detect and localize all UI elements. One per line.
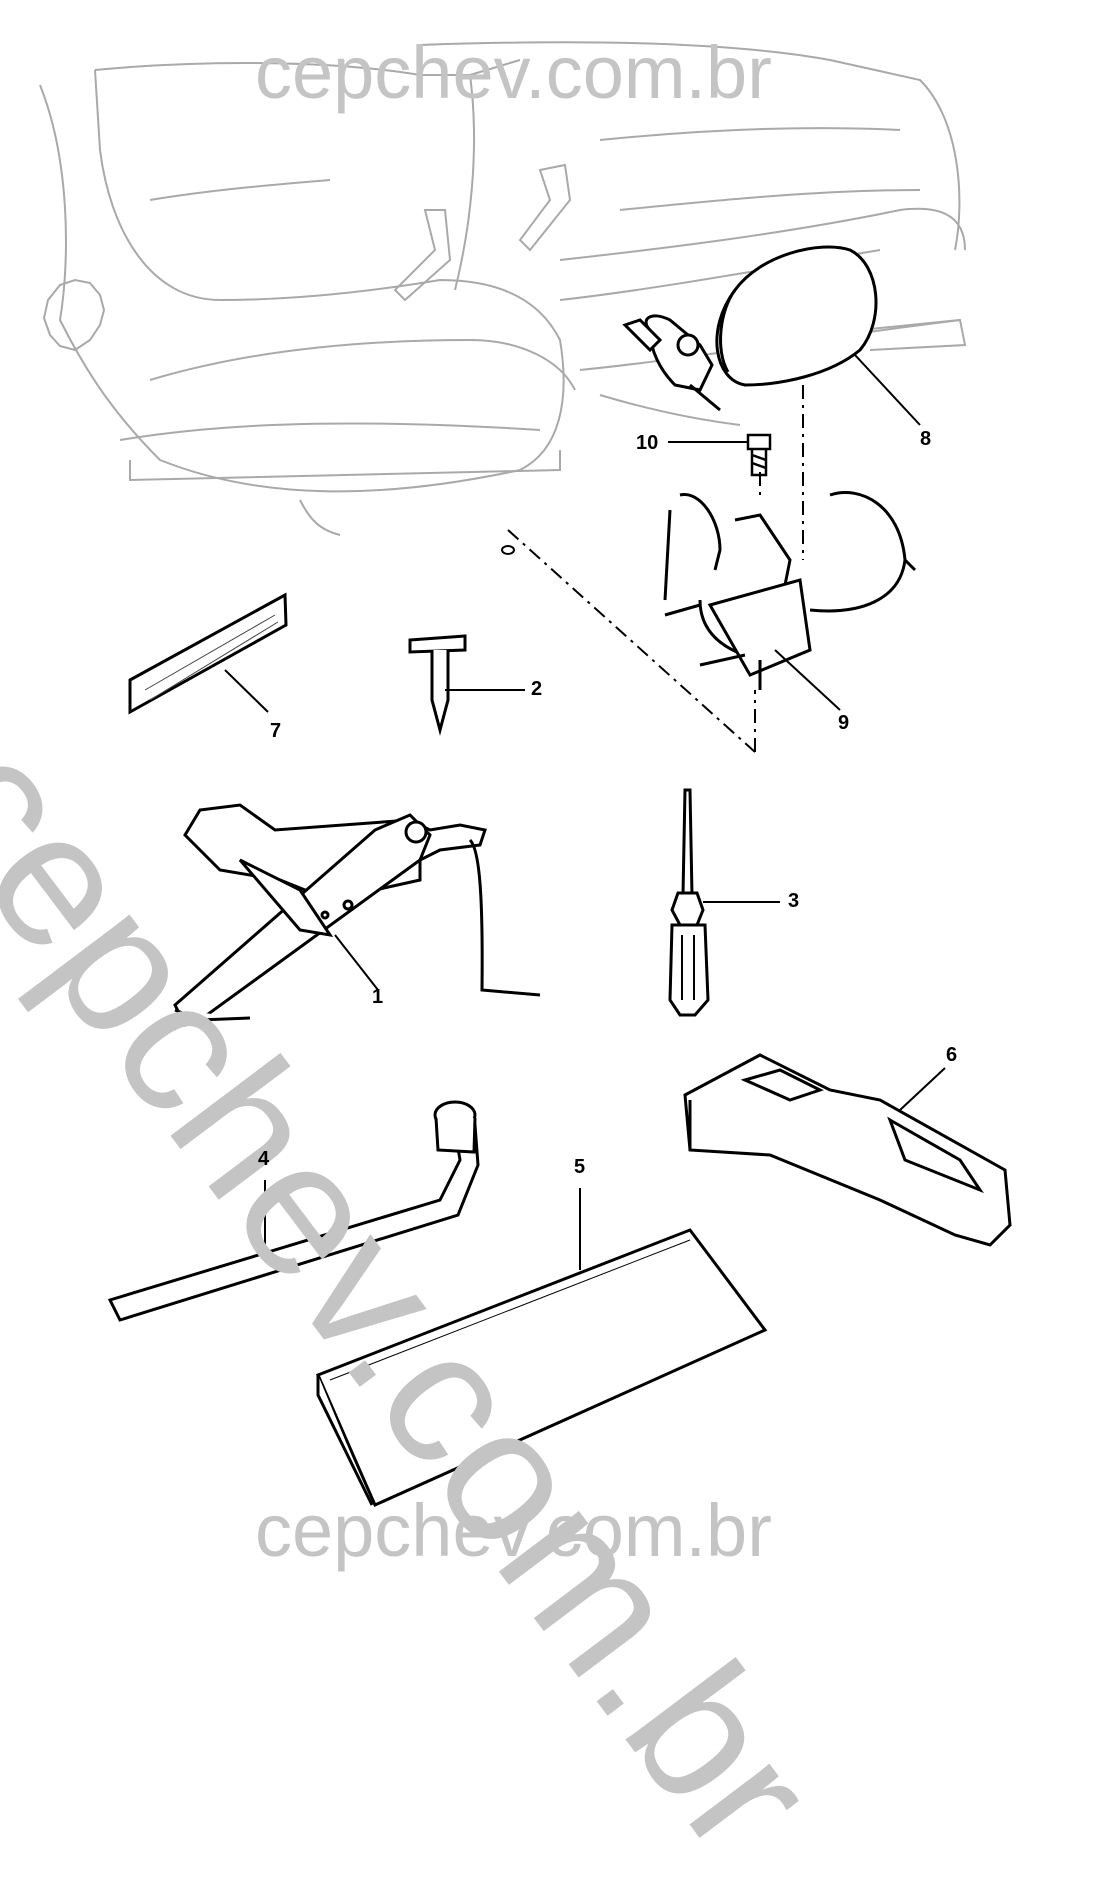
seats-illustration: [39, 41, 967, 536]
callout-4: 4: [258, 1148, 270, 1170]
lug-wrench: [107, 1100, 480, 1322]
bolt: [746, 433, 772, 477]
screwdriver: [668, 788, 710, 1017]
callout-9: 9: [838, 712, 850, 734]
callout-1: 1: [372, 986, 384, 1008]
extinguisher-bracket: [663, 491, 917, 690]
warning-label: [128, 592, 288, 715]
watermark-bottom: cepchev.com.br: [255, 1489, 772, 1572]
fire-extinguisher: [622, 245, 878, 412]
parts-diagram: [39, 41, 1012, 1507]
scissor-jack: [173, 803, 541, 1027]
wheel-chock: [683, 1053, 1012, 1247]
callout-7: 7: [270, 720, 282, 742]
watermark-top: cepchev.com.br: [255, 31, 772, 114]
callout-6: 6: [946, 1044, 958, 1066]
tool-pouch: [315, 1228, 768, 1507]
wheel-bolt: [408, 634, 467, 736]
callout-2: 2: [531, 678, 543, 700]
callout-10: 10: [636, 432, 659, 454]
alignment-lines: [507, 385, 804, 753]
leader-lines: [224, 354, 946, 1270]
washer: [501, 545, 515, 555]
callout-5: 5: [574, 1156, 586, 1178]
callout-8: 8: [920, 428, 932, 450]
callout-3: 3: [788, 890, 800, 912]
